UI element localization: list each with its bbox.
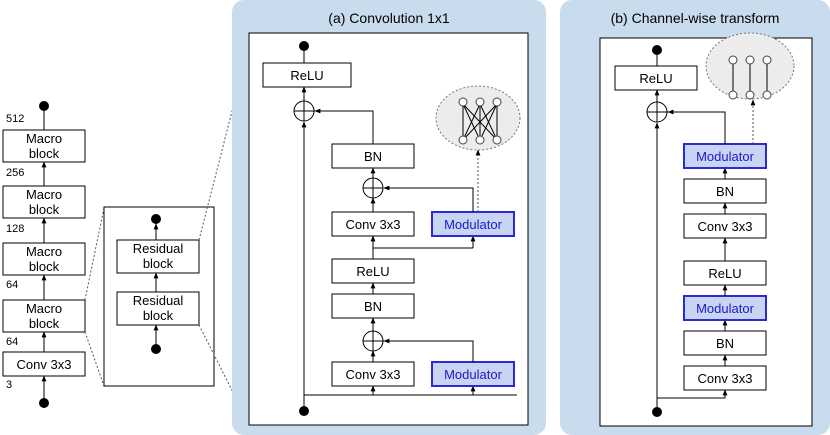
channel-label-256: 256 (6, 167, 24, 179)
panel-a-output-node (299, 41, 309, 51)
panel-a-input-node (299, 406, 309, 416)
panel-b-bn-top-label: BN (716, 184, 734, 199)
residual-block-top (116, 239, 200, 274)
macro-block-2-label-b: block (29, 259, 60, 274)
macro-detail-output-node (151, 214, 161, 224)
panel-a-modulator-bottom-label: Modulator (444, 367, 502, 382)
panel-b-bn-bottom (683, 330, 767, 356)
output-node (39, 101, 49, 111)
macro-block-3 (2, 185, 86, 219)
panel-b-conv-bottom-label: Conv 3x3 (698, 371, 753, 386)
residual-block-bottom-label-b: block (143, 308, 174, 323)
panel-a-bn-top-label: BN (364, 149, 382, 164)
macro-detail-input-node (151, 344, 161, 354)
panel-b-bn-top (683, 178, 767, 204)
macro-block-2-label-a: Macro (26, 244, 62, 259)
macro-block-3-label-b: block (29, 202, 60, 217)
panel-b-bn-bottom-label: BN (716, 336, 734, 351)
channel-label-128: 128 (6, 223, 24, 235)
panel-a-conv-top (331, 211, 415, 237)
panel-b-relu-mid-label: ReLU (708, 266, 741, 281)
macro-block-4-label-b: block (29, 146, 60, 161)
panel-b-relu-top-label: ReLU (639, 71, 672, 86)
backbone-column: Conv 3x3 3 64 Macro block 64 Macro block… (2, 101, 86, 408)
macro-block-2 (2, 242, 86, 276)
zoom-line-bottom (84, 331, 105, 387)
channel-wise-network-icon (705, 32, 795, 100)
panel-a-conv-bottom (331, 361, 415, 387)
zoom-line-top (84, 207, 105, 301)
channel-label-3: 3 (6, 379, 12, 391)
panel-a-modulator-top-label: Modulator (444, 217, 502, 232)
panel-b-input-node (652, 407, 662, 417)
residual-block-bottom-label-a: Residual (133, 293, 184, 308)
input-node (39, 398, 49, 408)
panel-b-conv-bottom (683, 365, 767, 391)
panel-a-modulator-top (431, 211, 515, 237)
residual-block-bottom (116, 291, 200, 326)
panel-b-output-node (652, 45, 662, 55)
macro-block-3-label-a: Macro (26, 187, 62, 202)
backbone-conv-label: Conv 3x3 (17, 357, 72, 372)
channel-label-64a: 64 (6, 336, 18, 348)
panel-a-relu-mid-label: ReLU (356, 264, 389, 279)
backbone-conv-box (2, 351, 86, 377)
panel-b-modulator-top-label: Modulator (696, 149, 754, 164)
panel-a-bn-mid (331, 293, 415, 319)
zoom-line-a-top (198, 44, 250, 241)
channel-label-512: 512 (6, 113, 24, 125)
residual-block-top-label-a: Residual (133, 241, 184, 256)
macro-block-1-label-b: block (29, 316, 60, 331)
panel-a-title: (a) Convolution 1x1 (328, 10, 450, 26)
macro-block-1-label-a: Macro (26, 301, 62, 316)
panel-b-modulator-bottom-label: Modulator (696, 301, 754, 316)
panel-b-relu-top (614, 65, 698, 91)
panel-a-conv-bottom-label: Conv 3x3 (346, 367, 401, 382)
panel-a-relu-top (262, 62, 352, 88)
panel-b-title: (b) Channel-wise transform (611, 10, 780, 26)
fully-connected-network-icon (435, 85, 521, 151)
panel-convolution-1x1: (a) Convolution 1x1 ReLU Conv 3x3 Modula… (232, 0, 546, 435)
channel-label-64b: 64 (6, 279, 18, 291)
panel-b-modulator-bottom (683, 295, 767, 321)
panel-b-conv-top-label: Conv 3x3 (698, 219, 753, 234)
panel-a-bn-mid-label: BN (364, 299, 382, 314)
panel-a-relu-top-label: ReLU (290, 68, 323, 83)
panel-a-modulator-bottom (431, 361, 515, 387)
macro-block-4-label-a: Macro (26, 131, 62, 146)
panel-a-conv-top-label: Conv 3x3 (346, 217, 401, 232)
panel-b-relu-mid (683, 260, 767, 286)
residual-block-top-label-b: block (143, 256, 174, 271)
panel-a-bn-top (331, 143, 415, 169)
macro-block-detail: Residual block Residual block (103, 206, 215, 387)
panel-channel-wise-transform: (b) Channel-wise transform ReLU Conv 3x3… (560, 0, 830, 435)
